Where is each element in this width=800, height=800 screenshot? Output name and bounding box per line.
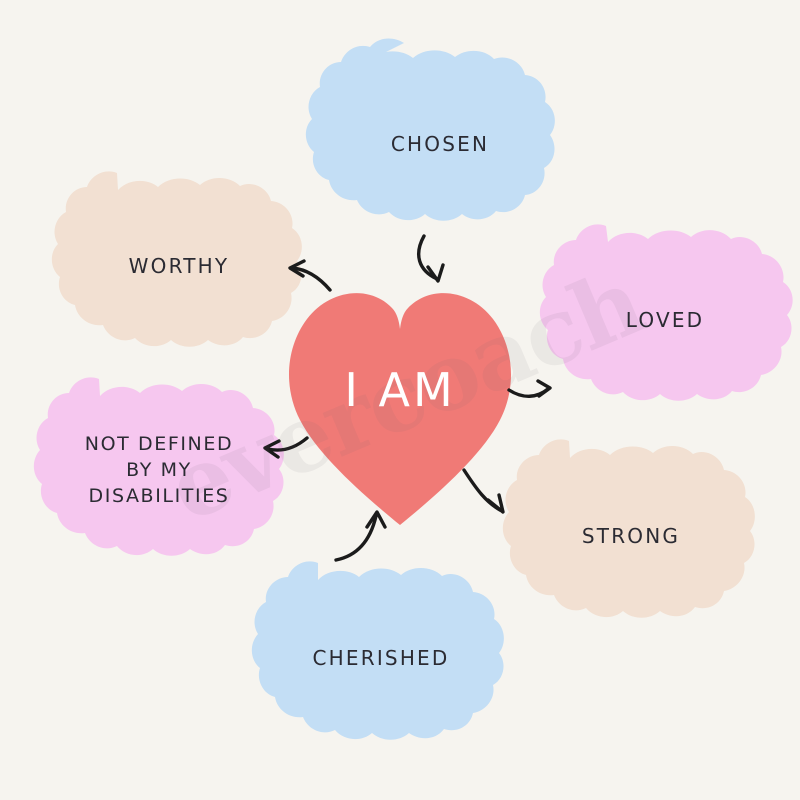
node-strong-shape	[502, 439, 755, 618]
arrow-heart-to-worthy	[288, 259, 332, 292]
heart-shape	[289, 293, 511, 525]
node-cherished[interactable]	[251, 561, 504, 740]
node-not-defined-by-my-disabilities[interactable]	[33, 377, 284, 556]
node-strong[interactable]	[502, 439, 755, 618]
center-heart[interactable]	[289, 293, 511, 525]
arrow-chosen-to-heart	[417, 234, 445, 283]
node-cherished-shape	[251, 561, 504, 740]
arrow-heart-to-strong	[462, 468, 505, 514]
node-not-defined-shape	[33, 377, 284, 556]
node-loved-shape	[539, 224, 793, 401]
node-chosen-shape	[305, 38, 555, 221]
arrow-heart-to-not-defined	[263, 436, 309, 459]
node-loved[interactable]	[539, 224, 793, 401]
arrow-heart-to-loved	[507, 379, 552, 398]
node-worthy-shape	[51, 171, 302, 347]
node-worthy[interactable]	[51, 171, 302, 347]
arrow-cherished-to-heart	[334, 510, 387, 562]
node-chosen[interactable]	[305, 38, 555, 221]
